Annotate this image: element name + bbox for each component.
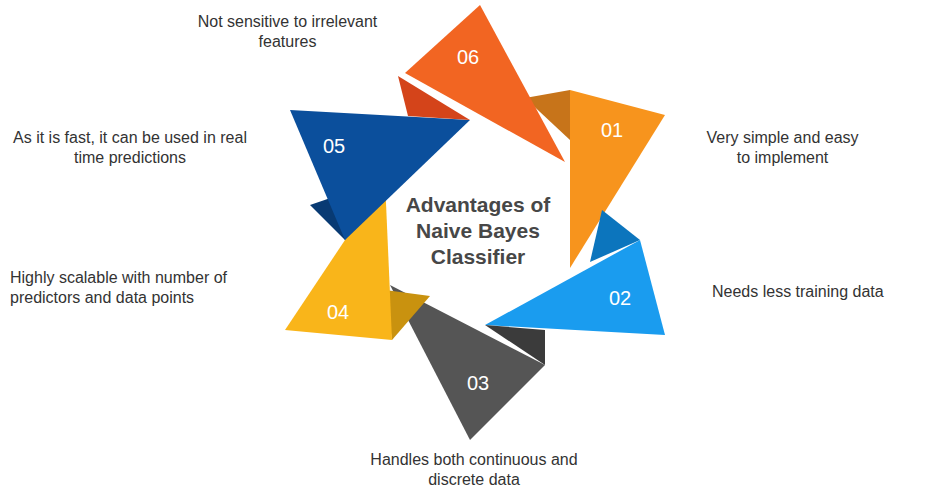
blade-triangle: [405, 5, 565, 162]
diagram-title: Advantages of Naive Bayes Classifier: [398, 192, 558, 270]
advantage-text: Very simple and easy to implement: [700, 128, 865, 168]
advantage-text: Needs less training data: [712, 282, 917, 302]
blade-shade: [385, 290, 430, 340]
blade-shape: [398, 5, 565, 162]
callout-number: 04: [313, 299, 363, 325]
callout-number: 02: [595, 285, 645, 311]
pinwheel-blade: 06Not sensitive to irrelevant features: [398, 5, 565, 162]
advantage-text: Handles both continuous and discrete dat…: [344, 450, 604, 490]
blade-triangle: [570, 90, 665, 268]
callout-number: 01: [587, 117, 637, 143]
callout-number: 03: [453, 370, 503, 396]
advantage-text: Not sensitive to irrelevant features: [185, 12, 390, 52]
advantage-text: Highly scalable with number of predictor…: [10, 268, 280, 308]
callout-number: 05: [309, 133, 359, 159]
callout-number: 06: [443, 44, 493, 70]
advantage-text: As it is fast, it can be used in real ti…: [8, 128, 252, 168]
